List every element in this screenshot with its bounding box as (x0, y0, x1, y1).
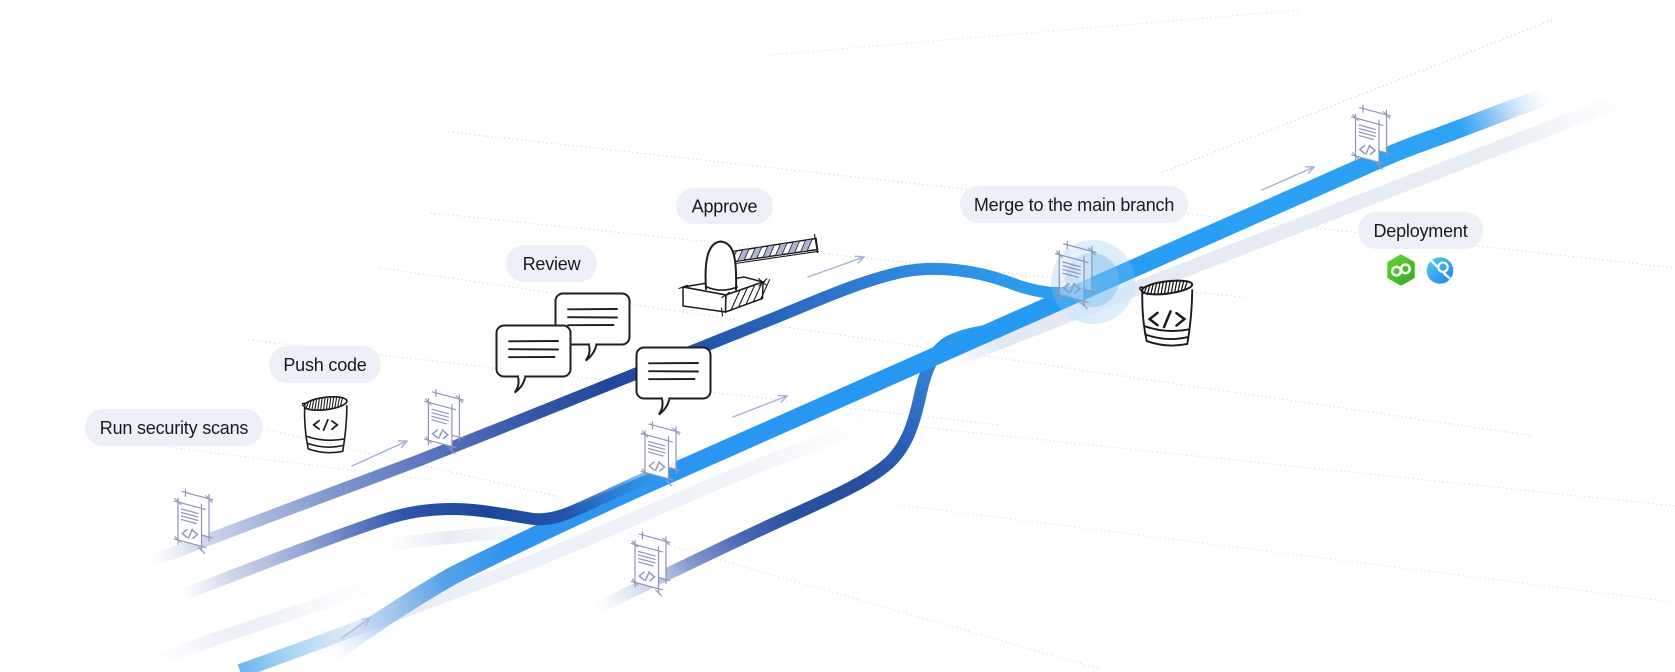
svg-text:Approve: Approve (692, 196, 758, 216)
svg-text:Review: Review (523, 254, 582, 274)
svg-text:Deployment: Deployment (1373, 221, 1467, 241)
svg-text:Push code: Push code (283, 355, 366, 375)
svg-text:Merge to the main branch: Merge to the main branch (974, 195, 1174, 215)
svg-text:Run security scans: Run security scans (100, 418, 249, 438)
